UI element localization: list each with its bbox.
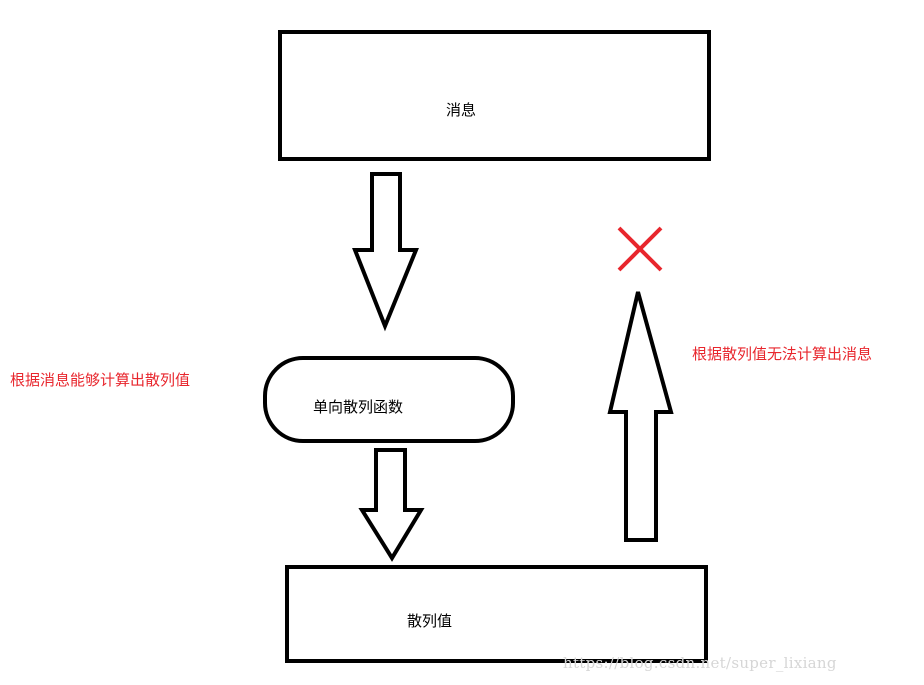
- cross-icon: [617, 226, 663, 272]
- message-box: [278, 30, 711, 161]
- annotation-right: 根据散列值无法计算出消息: [692, 345, 873, 363]
- arrow-value-to-message: [607, 291, 674, 542]
- hash-value-box: [285, 565, 708, 663]
- annotation-left: 根据消息能够计算出散列值: [10, 371, 191, 389]
- hash-function-box: [263, 356, 515, 443]
- watermark: https://blog.csdn.net/super_lixiang: [563, 654, 837, 672]
- hash-value-label: 散列值: [407, 612, 453, 630]
- arrow-function-to-value: [358, 448, 425, 562]
- hash-function-label: 单向散列函数: [313, 398, 404, 416]
- message-label: 消息: [446, 101, 477, 119]
- arrow-message-to-function: [352, 172, 419, 332]
